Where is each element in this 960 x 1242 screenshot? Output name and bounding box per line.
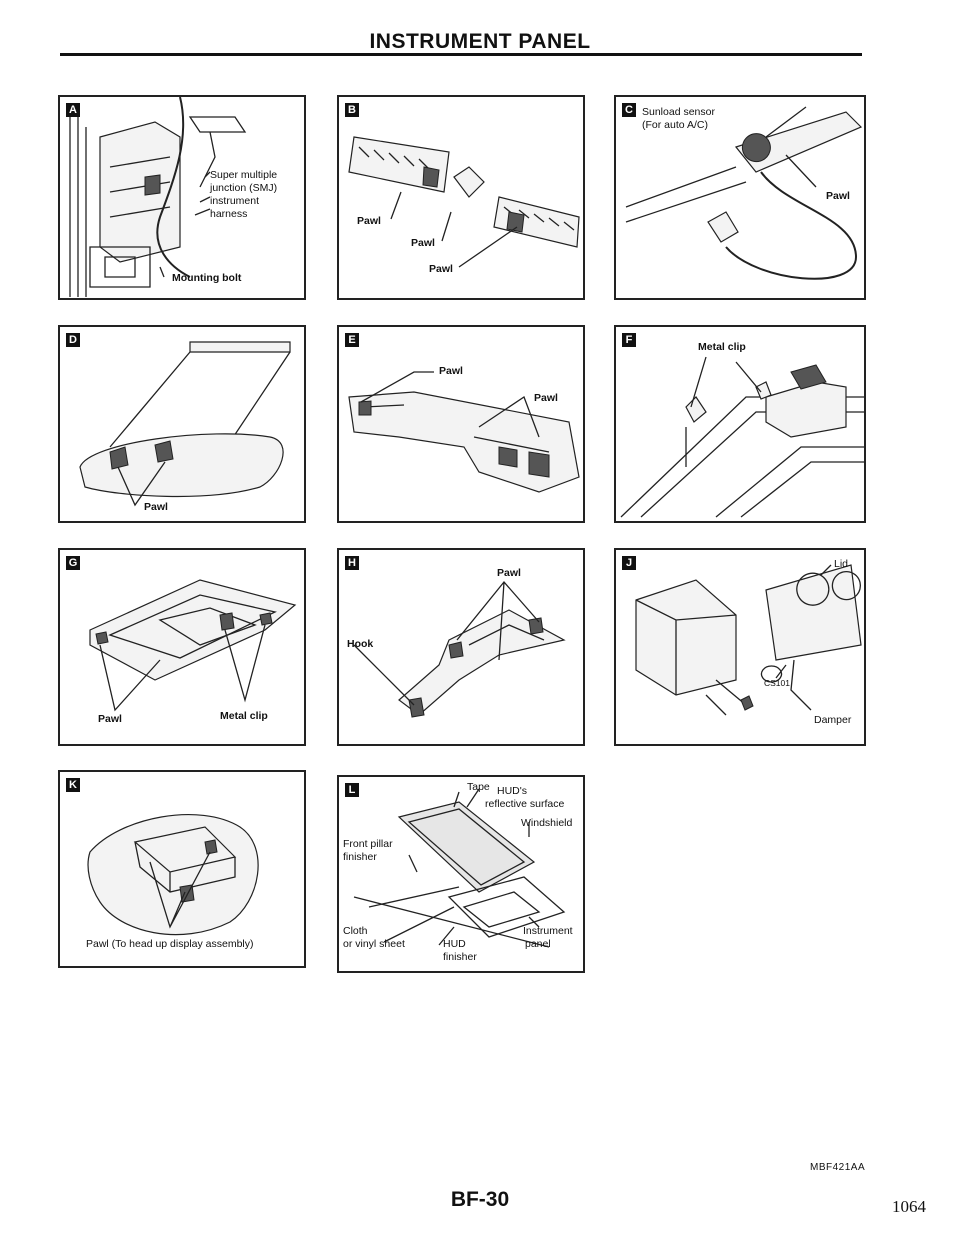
label-pawl-3: Pawl — [429, 263, 453, 275]
label-pawl-1: Pawl — [357, 215, 381, 227]
label-pawl: Pawl — [98, 713, 122, 725]
page-code: BF-30 — [450, 1188, 510, 1211]
label-smj-4: harness — [210, 208, 248, 220]
panel-h-badge: H — [345, 556, 359, 570]
panel-b-badge: B — [345, 103, 359, 117]
title-rule — [60, 53, 862, 56]
label-cloth-1: Cloth — [343, 925, 368, 937]
label-sunload-2: (For auto A/C) — [642, 119, 708, 131]
panel-f-badge: F — [622, 333, 636, 347]
label-pawl-2: Pawl — [534, 392, 558, 404]
label-instrument-panel-1: Instrument — [523, 925, 573, 937]
panel-j: J Lid CS101 Damper — [614, 548, 866, 746]
label-pawl: Pawl — [144, 501, 168, 513]
panel-f: F Metal clip — [614, 325, 866, 523]
panel-a: A Super multiple junction (SMJ) instrume… — [58, 95, 306, 300]
label-pawl-1: Pawl — [439, 365, 463, 377]
panel-h: H Pawl Hook — [337, 548, 585, 746]
label-instrument-panel-2: panel — [525, 938, 551, 950]
panel-b: B Pawl Pawl Pawl — [337, 95, 585, 300]
panel-l-illustration — [353, 788, 566, 948]
panel-b-illustration — [348, 136, 580, 268]
panel-e-illustration — [348, 371, 580, 493]
page-title: INSTRUMENT PANEL — [369, 30, 591, 53]
panel-e-badge: E — [345, 333, 359, 347]
panel-d-badge: D — [66, 333, 80, 347]
label-smj-3: instrument — [210, 195, 260, 207]
label-pawl-hud: Pawl (To head up display assembly) — [86, 938, 254, 950]
label-mounting-bolt: Mounting bolt — [172, 272, 242, 284]
label-smj-1: Super multiple — [210, 169, 278, 181]
label-metal-clip: Metal clip — [698, 341, 746, 353]
panel-c-illustration — [625, 106, 863, 280]
label-metal-clip: Metal clip — [220, 710, 268, 722]
label-huds: HUD's — [497, 785, 528, 797]
panel-a-badge: A — [66, 103, 80, 117]
label-hud-finisher-1: HUD — [443, 938, 466, 950]
label-cloth-2: or vinyl sheet — [343, 938, 405, 950]
panel-d: D Pawl — [58, 325, 306, 523]
panel-c: C Sunload sensor (For auto A/C) Pawl — [614, 95, 866, 300]
panel-c-badge: C — [622, 103, 636, 117]
panel-k-badge: K — [66, 778, 80, 792]
label-tape: Tape — [467, 781, 490, 793]
label-pawl: Pawl — [497, 567, 521, 579]
panel-j-illustration — [635, 564, 862, 716]
label-front-pillar-2: finisher — [343, 851, 377, 863]
panel-f-illustration — [620, 356, 864, 518]
panel-e: E Pawl Pawl — [337, 325, 585, 523]
panel-d-illustration — [79, 341, 291, 507]
panel-k: K Pawl (To head up display assembly) — [58, 770, 306, 968]
label-windshield: Windshield — [521, 817, 573, 829]
label-pawl-2: Pawl — [411, 237, 435, 249]
panel-h-illustration — [353, 580, 566, 718]
panel-g: G Pawl Metal clip — [58, 548, 306, 746]
panel-j-badge: J — [622, 556, 636, 570]
panel-a-illustration — [69, 97, 247, 297]
label-front-pillar-1: Front pillar — [343, 838, 393, 850]
label-lid: Lid — [834, 558, 849, 570]
panel-l: L Tape HUD's reflective surface Windshie… — [337, 775, 585, 973]
label-hud-finisher-2: finisher — [443, 951, 477, 963]
panel-g-badge: G — [66, 556, 80, 570]
label-sunload-1: Sunload sensor — [642, 106, 715, 118]
panel-g-illustration — [89, 579, 297, 712]
label-pawl: Pawl — [826, 190, 850, 202]
label-hook: Hook — [347, 638, 374, 650]
label-smj-2: junction (SMJ) — [210, 182, 278, 194]
page-number: 1064 — [892, 1197, 926, 1216]
part-code-badge: CS101 — [764, 678, 790, 688]
panel-l-badge: L — [345, 783, 359, 797]
label-damper: Damper — [814, 714, 852, 726]
label-reflective-surface: reflective surface — [485, 798, 565, 810]
panel-k-illustration — [87, 814, 259, 936]
figure-code: MBF421AA — [810, 1162, 866, 1173]
